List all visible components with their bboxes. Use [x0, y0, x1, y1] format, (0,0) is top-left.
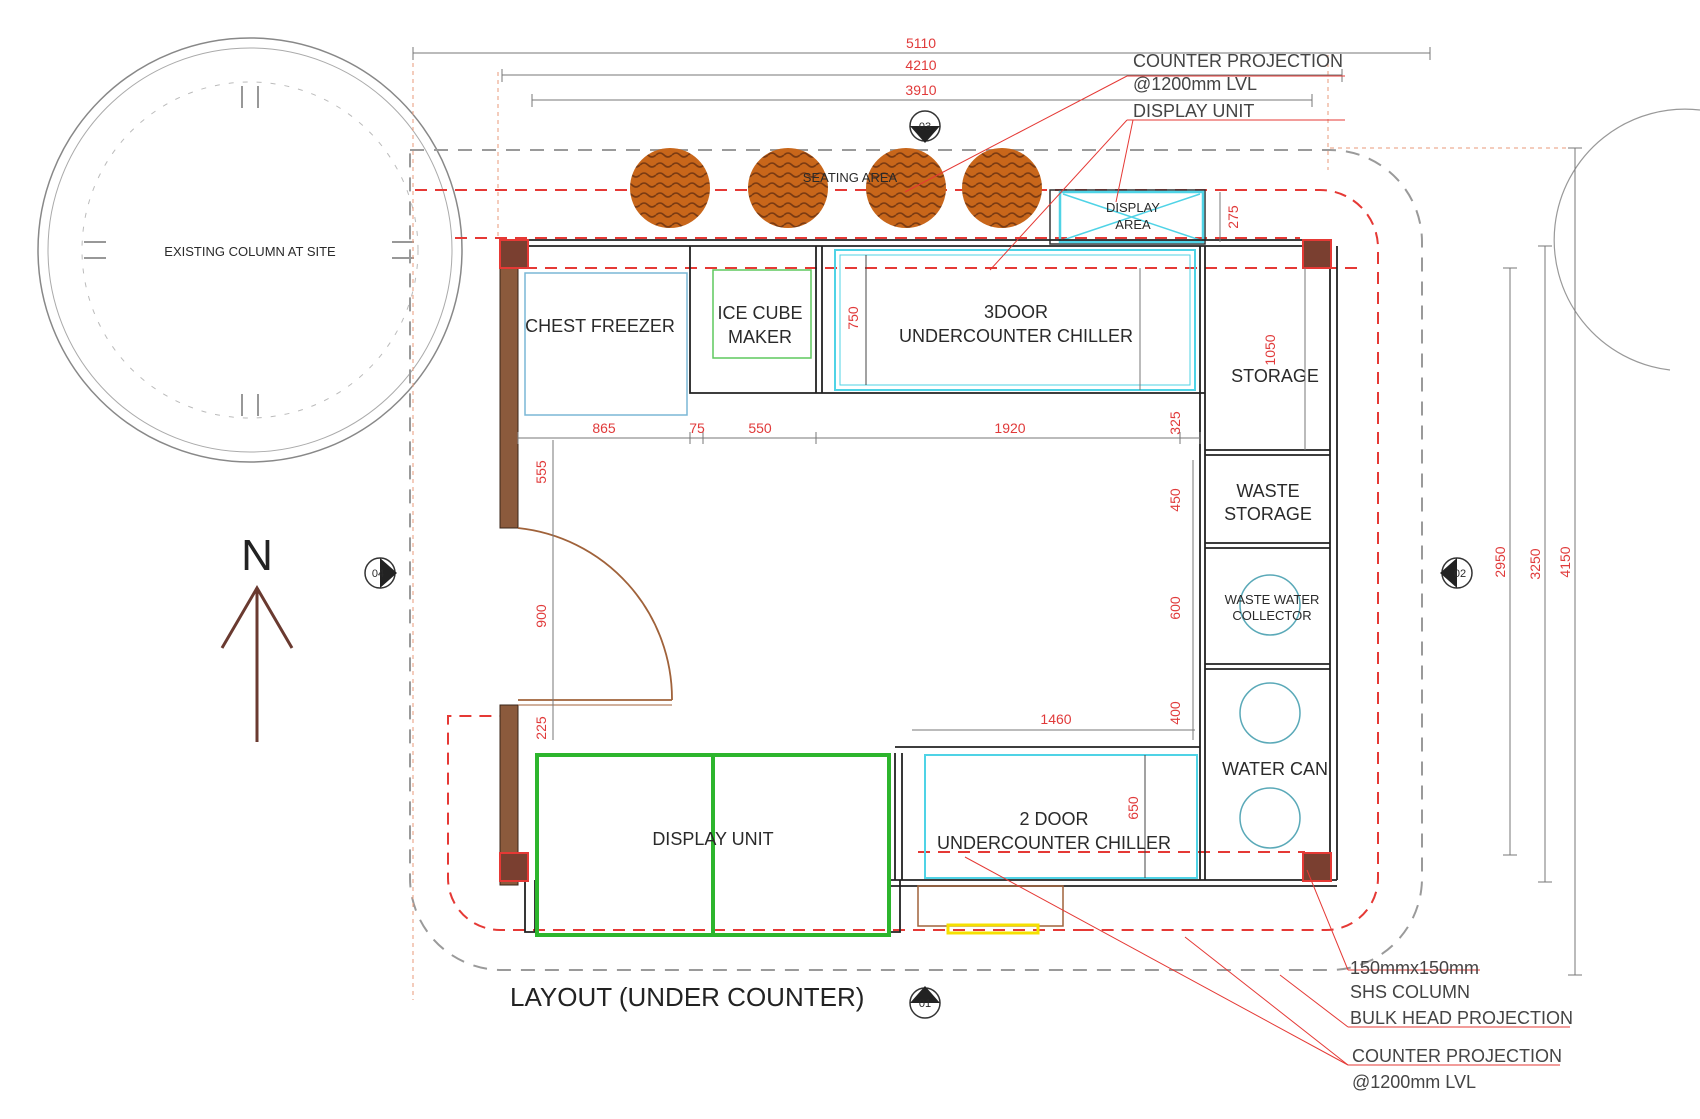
dim-400: 400: [1167, 701, 1183, 725]
dim-1920: 1920: [994, 420, 1025, 436]
dim-4150: 4150: [1557, 546, 1573, 577]
chiller3-line1: 3DOOR: [984, 302, 1048, 322]
section-04-label: 04: [372, 568, 384, 580]
kiosk-walls: [500, 239, 1338, 933]
section-02-label: 02: [1454, 568, 1466, 580]
dim-550: 550: [748, 420, 772, 436]
chest-freezer-label: CHEST FREEZER: [525, 316, 675, 336]
right-dimensions: [1503, 147, 1582, 976]
seating-area: SEATING AREA: [630, 148, 1042, 228]
display-area: DISPLAY AREA: [1049, 189, 1206, 245]
dim-900: 900: [533, 604, 549, 628]
row-dimensions: [517, 432, 1201, 444]
two-door-chiller: 2 DOOR UNDERCOUNTER CHILLER: [924, 754, 1198, 879]
callout-bulkhead: BULK HEAD PROJECTION: [1350, 1008, 1573, 1028]
waste-storage-line1: WASTE: [1236, 481, 1299, 501]
north-label: N: [241, 531, 273, 580]
callout-shs-line1: 150mmx150mm: [1350, 958, 1479, 978]
drawing-title: LAYOUT (UNDER COUNTER): [510, 982, 864, 1012]
callout-display-unit: DISPLAY UNIT: [1133, 101, 1254, 121]
dim-750: 750: [845, 306, 861, 330]
water-can-label: WATER CAN: [1222, 759, 1328, 779]
water-can: WATER CAN: [1222, 682, 1328, 849]
callout-shs-line2: SHS COLUMN: [1350, 982, 1470, 1002]
ice-cube-maker: ICE CUBE MAKER: [712, 269, 812, 359]
dim-4210: 4210: [905, 57, 936, 73]
callout-counter-top-line1: COUNTER PROJECTION: [1133, 51, 1343, 71]
dim-3250: 3250: [1527, 548, 1543, 579]
display-unit: DISPLAY UNIT: [535, 753, 891, 937]
existing-column: EXISTING COLUMN AT SITE: [37, 37, 463, 463]
section-mark-03: 03: [909, 110, 941, 143]
column-label: EXISTING COLUMN AT SITE: [164, 244, 336, 259]
shs-columns: [499, 239, 1332, 882]
dim-325: 325: [1167, 411, 1183, 435]
section-03-label: 03: [919, 121, 931, 133]
partial-column-right: [1553, 108, 1700, 371]
callout-leaders: [904, 75, 1570, 1066]
section-mark-02: 02: [1440, 557, 1473, 589]
dim-5110: 5110: [906, 35, 936, 51]
wooden-wall: [499, 267, 519, 886]
section-01-label: 01: [919, 998, 931, 1010]
three-door-chiller: 3DOOR UNDERCOUNTER CHILLER: [834, 249, 1196, 391]
dim-650: 650: [1125, 796, 1141, 820]
waste-water-collector: WASTE WATER COLLECTOR: [1225, 574, 1320, 636]
seating-label: SEATING AREA: [803, 170, 898, 185]
dim-450: 450: [1167, 488, 1183, 512]
chest-freezer: CHEST FREEZER: [524, 272, 688, 416]
dim-600: 600: [1167, 596, 1183, 620]
bulkhead-outline: [409, 149, 1423, 971]
dim-1460: 1460: [1040, 711, 1071, 727]
dim-1050: 1050: [1262, 334, 1278, 365]
display-area-line1: DISPLAY: [1106, 200, 1160, 215]
projection-guides: [412, 55, 1575, 1000]
callout-counter-top-line2: @1200mm LVL: [1133, 74, 1257, 94]
dim-865: 865: [592, 420, 616, 436]
north-arrow: N: [220, 531, 294, 742]
chiller2-line1: 2 DOOR: [1019, 809, 1088, 829]
waste-water-line2: COLLECTOR: [1232, 608, 1311, 623]
waste-water-line1: WASTE WATER: [1225, 592, 1320, 607]
callout-counter-bottom-line2: @1200mm LVL: [1352, 1072, 1476, 1092]
storage-label: STORAGE: [1231, 366, 1319, 386]
dim-275: 275: [1225, 205, 1241, 229]
dim-225: 225: [533, 716, 549, 740]
top-dimensions: [412, 47, 1431, 107]
floor-drain-fixture: [917, 885, 1064, 935]
waste-storage-line2: STORAGE: [1224, 504, 1312, 524]
display-area-line2: AREA: [1115, 217, 1151, 232]
counter-projection-lines: [415, 189, 1379, 931]
dim-555: 555: [533, 460, 549, 484]
door-swing: [517, 527, 673, 706]
dim-75: 75: [689, 420, 705, 436]
ice-cube-line1: ICE CUBE: [717, 303, 802, 323]
dim-2950: 2950: [1492, 546, 1508, 577]
display-unit-label: DISPLAY UNIT: [652, 829, 773, 849]
section-mark-04: 04: [364, 557, 397, 589]
chiller2-line2: UNDERCOUNTER CHILLER: [937, 833, 1171, 853]
dim-3910: 3910: [905, 82, 936, 98]
inner-dimension-lines: [552, 192, 1306, 740]
callout-counter-bottom-line1: COUNTER PROJECTION: [1352, 1046, 1562, 1066]
ice-cube-line2: MAKER: [728, 327, 792, 347]
section-mark-01: 01: [909, 986, 941, 1019]
chiller3-line2: UNDERCOUNTER CHILLER: [899, 326, 1133, 346]
